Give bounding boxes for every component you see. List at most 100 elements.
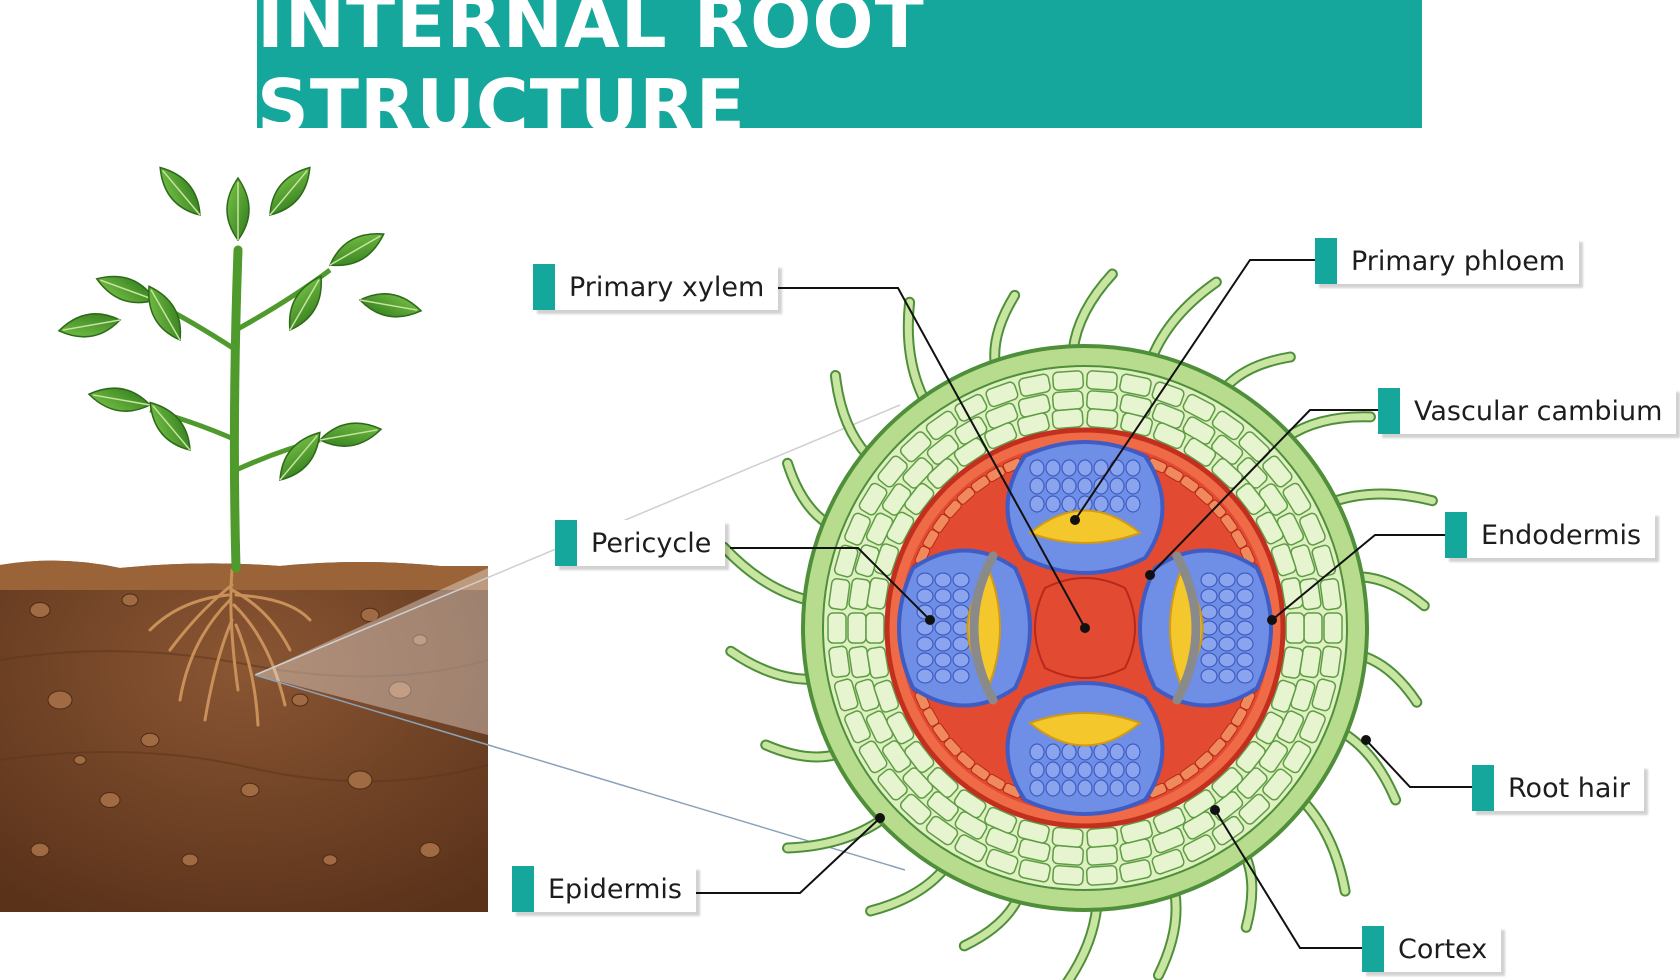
leaf [148,285,182,342]
cortex-cell [926,434,959,465]
cortex-cell [873,679,900,713]
cortex-cell [833,678,859,712]
cortex-cell [954,393,988,422]
phloem-cell [1029,761,1045,779]
pericycle-cell [1180,475,1200,493]
cortex-cell [1151,381,1185,408]
phloem-cell [1125,779,1141,797]
phloem-cell [1236,652,1254,668]
phloem-cell [1200,636,1218,652]
pebble [29,602,51,618]
phloem-cell [934,604,952,620]
phloem-cell [1218,572,1236,588]
cortex-cell [1235,482,1266,516]
label-vascular-cambium: Vascular cambium [1378,388,1677,434]
cortex-cell [1182,393,1216,422]
phloem-cell [1125,495,1141,513]
cortex-cell [1236,457,1268,489]
cortex-cell [828,645,851,678]
phloem-cell [1236,572,1254,588]
label-tab [1315,238,1337,284]
cortex-cell [1018,373,1051,397]
phloem-cell [952,652,970,668]
phloem-cell [1109,743,1125,761]
cortex-cell [881,483,912,516]
root-hairs [718,268,1438,980]
cortex-cell [926,791,959,822]
pebble [322,854,338,866]
phloem-cell [1218,668,1236,684]
label-text: Pericycle [591,527,712,559]
pericycle-cell [1220,513,1238,533]
pericycle-cell [1230,707,1248,727]
phloem-cell [934,636,952,652]
phloem-cell [1200,668,1218,684]
phloem-cell [1045,779,1061,797]
cortex-cell [858,740,888,774]
root-hair-fill [1148,278,1220,362]
cortex-cell [881,740,912,773]
pericycle-cell [986,465,1006,483]
leaf [279,431,321,481]
root-hair-fill [1339,729,1400,804]
phloem-cell [1077,459,1093,477]
root-hair-fill [831,372,871,459]
phloem-cell [934,572,952,588]
cortex-cell [1183,789,1217,819]
phloem-cell [1093,477,1109,495]
phloem-cell [1029,743,1045,761]
cortex-cell [877,768,908,801]
leaf [288,275,322,332]
phloem-cells [916,459,1254,797]
pericycle-cell [922,529,940,549]
cortex-cell [925,410,959,441]
phloem-cell [1109,495,1125,513]
phloem-cell [952,604,970,620]
pericycle-cell [1220,723,1238,743]
cortex-cell [1285,612,1305,644]
cortex-cell [1255,711,1284,745]
phloem-cell [1061,761,1077,779]
cortex-cell [1282,482,1312,516]
phloem-cell [1045,743,1061,761]
pericycle-cell [1208,737,1227,757]
pebble [388,681,412,699]
root-hair-fill [1064,902,1101,980]
cortex-cell [1120,819,1153,844]
pebble [291,693,309,707]
cortex-cell [827,612,847,644]
cortex-cell [953,789,987,819]
cortex-cell [1085,370,1118,392]
cortex-cell [926,767,959,798]
cortex-cell [844,512,871,546]
diagram-title: INTERNAL ROOT STRUCTURE [257,0,925,148]
cortex-cell [1051,826,1084,848]
cortex-cell [865,612,885,644]
label-tab [512,866,534,912]
phloem-cell [1109,459,1125,477]
cortex-cell [985,381,1019,408]
phloem-cell [1093,495,1109,513]
pebble [240,782,260,798]
root-cross-section [718,268,1438,980]
cortex-cell [1255,511,1284,545]
label-primary-xylem: Primary xylem [533,264,779,310]
cortex-cell [1051,844,1084,866]
cortex-cell [1086,408,1119,430]
pericycle-cell [932,723,950,743]
cortex-cell [899,431,932,463]
phloem-cell [1093,743,1109,761]
cortex-cell [1262,768,1293,801]
leaf [358,293,423,318]
cortex-cell [1051,390,1084,412]
cortex-cell [886,711,915,745]
cortex-cell [1211,434,1244,465]
plant-leaves [57,166,423,481]
cortex-cell [1151,848,1185,875]
pericycle-cell [1164,465,1184,483]
cortex-cell [1183,437,1217,467]
phloem-cell [934,652,952,668]
cortex-cell [926,458,959,489]
cortex-cell [1182,834,1216,863]
label-tab [1445,512,1467,558]
